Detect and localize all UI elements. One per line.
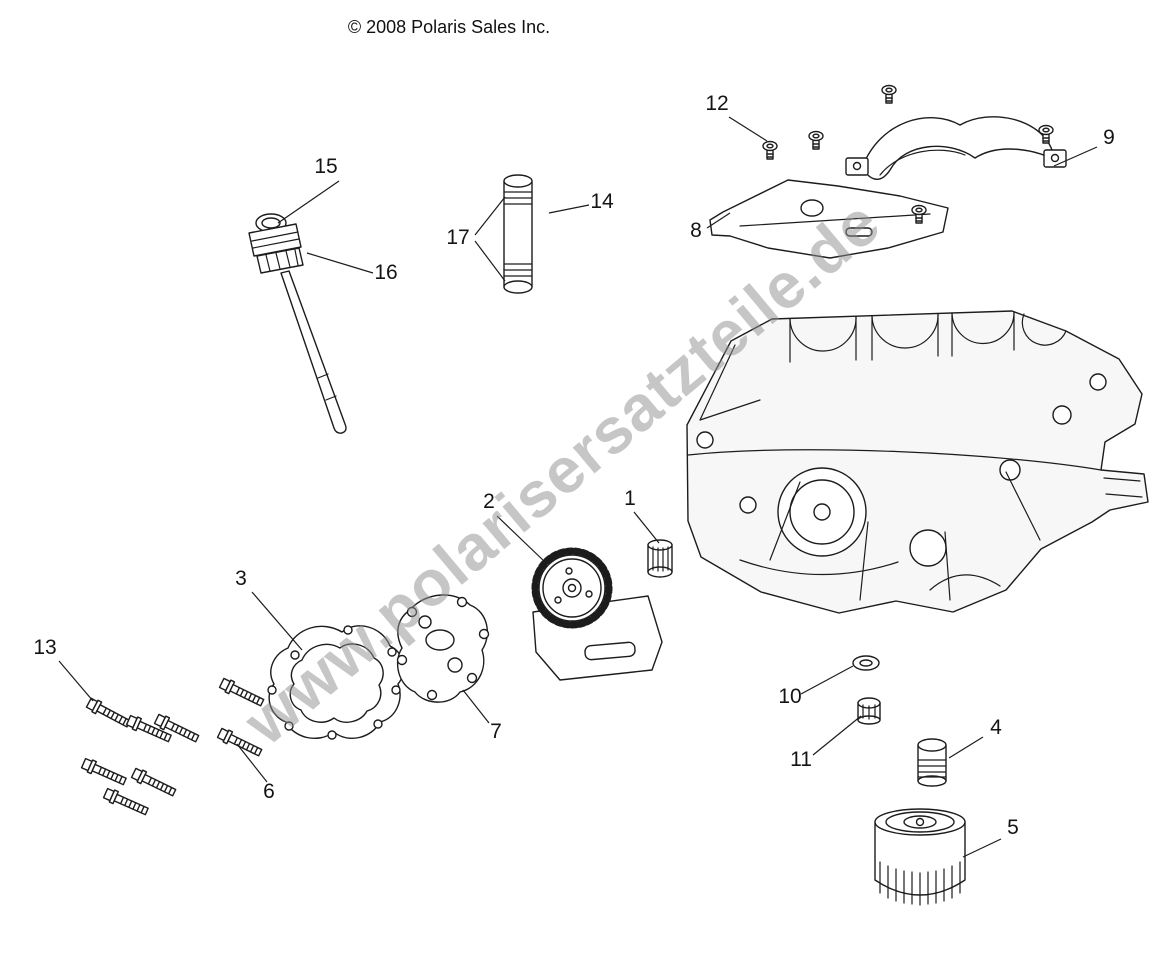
callout-13: 13 <box>33 636 56 659</box>
leader-4 <box>948 736 984 759</box>
copyright-text: © 2008 Polaris Sales Inc. <box>348 17 550 37</box>
leader-14 <box>548 204 590 214</box>
plug-drawing <box>857 697 881 725</box>
leader-6 <box>236 743 268 783</box>
dipstick-drawing <box>248 213 347 434</box>
leader-12 <box>728 116 768 142</box>
callout-6: 6 <box>263 780 275 803</box>
shield-bracket-drawing <box>845 116 1067 180</box>
leader-8 <box>706 212 731 229</box>
leader-2 <box>496 515 546 563</box>
leader-15 <box>277 180 340 224</box>
leader-17b <box>474 240 506 282</box>
leader-lines <box>58 116 1098 858</box>
callout-1: 1 <box>624 487 636 510</box>
callout-5: 5 <box>1007 816 1019 839</box>
callout-7: 7 <box>490 720 502 743</box>
leader-9 <box>1053 146 1098 167</box>
callout-11: 11 <box>790 748 812 771</box>
pump-plate-drawing <box>396 594 490 703</box>
callout-16: 16 <box>374 261 397 284</box>
oil-filter-drawing <box>874 808 966 906</box>
callout-17: 17 <box>446 226 469 249</box>
callout-12: 12 <box>705 92 728 115</box>
callout-8: 8 <box>690 219 702 242</box>
leader-16 <box>306 252 374 274</box>
leader-17a <box>474 196 506 236</box>
leader-11 <box>812 715 862 756</box>
callout-10: 10 <box>778 685 801 708</box>
callout-4: 4 <box>990 716 1002 739</box>
oil-pump-drawing <box>531 547 663 681</box>
callout-9: 9 <box>1103 126 1115 149</box>
leader-5 <box>962 838 1002 858</box>
callout-numbers: 1 2 3 4 5 6 7 8 9 10 11 12 13 14 15 16 1… <box>33 92 1115 839</box>
crankcase-drawing <box>686 310 1149 614</box>
fitting-drawing-1 <box>647 539 673 578</box>
leader-1 <box>633 511 660 544</box>
callout-14: 14 <box>590 190 614 213</box>
oil-tube-drawing <box>503 174 533 294</box>
callout-3: 3 <box>235 567 247 590</box>
callout-2: 2 <box>483 490 495 513</box>
leader-7 <box>462 689 490 724</box>
leader-3 <box>251 591 303 651</box>
leader-10 <box>800 665 854 695</box>
leader-13 <box>58 660 94 702</box>
washer-drawing <box>852 655 880 671</box>
filter-fitting-drawing <box>917 738 947 787</box>
callout-15: 15 <box>314 155 337 178</box>
gasket-drawing <box>267 625 405 740</box>
heat-shield-plate-drawing <box>709 179 949 259</box>
